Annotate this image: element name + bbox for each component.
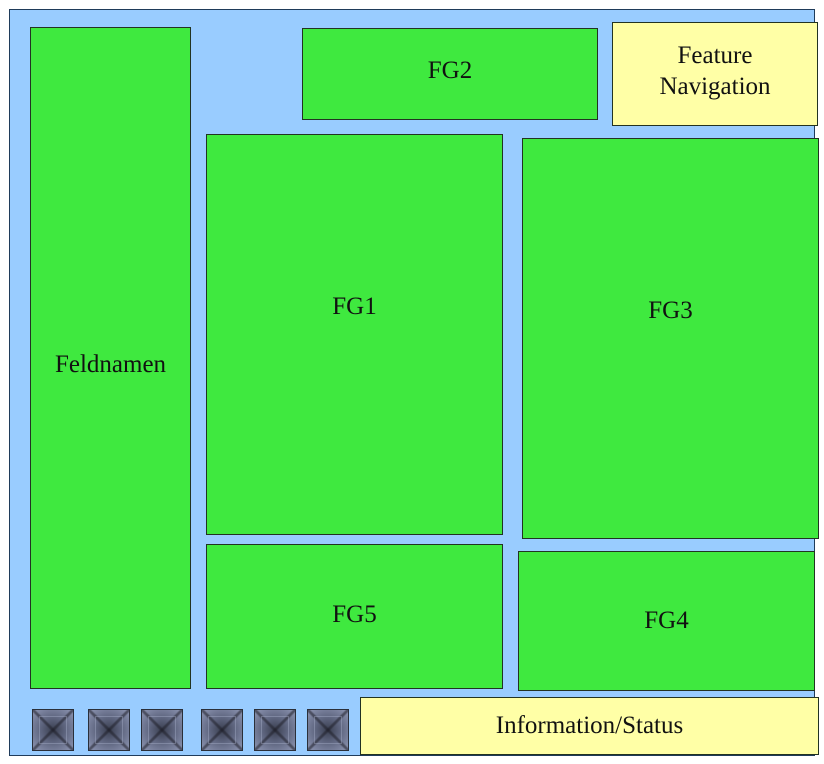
fg5-label: FG5 — [332, 600, 377, 628]
fg1-label: FG1 — [332, 292, 377, 320]
information-status-panel: Information/Status — [360, 697, 819, 755]
fg1-panel: FG1 — [206, 134, 503, 535]
toolbar-button-icon[interactable] — [254, 709, 296, 751]
toolbar-button-icon[interactable] — [201, 709, 243, 751]
fg2-label: FG2 — [427, 57, 473, 85]
feldnamen-label: Feldnamen — [54, 351, 167, 379]
fg2-panel: FG2 — [302, 28, 598, 120]
information-status-label: Information/Status — [495, 712, 684, 740]
toolbar-button-icon[interactable] — [141, 709, 183, 751]
fg4-label: FG4 — [644, 607, 689, 635]
fg3-label: FG3 — [648, 296, 693, 324]
feature-navigation-panel[interactable]: Feature Navigation — [612, 22, 818, 126]
toolbar-button-icon[interactable] — [88, 709, 130, 751]
feature-navigation-label: Feature Navigation — [659, 41, 771, 100]
feldnamen-panel: Feldnamen — [30, 27, 191, 689]
toolbar-button-icon[interactable] — [307, 709, 349, 751]
fg4-panel: FG4 — [518, 551, 815, 691]
fg3-panel: FG3 — [522, 138, 819, 539]
fg5-panel: FG5 — [206, 544, 503, 689]
toolbar-button-icon[interactable] — [32, 709, 74, 751]
